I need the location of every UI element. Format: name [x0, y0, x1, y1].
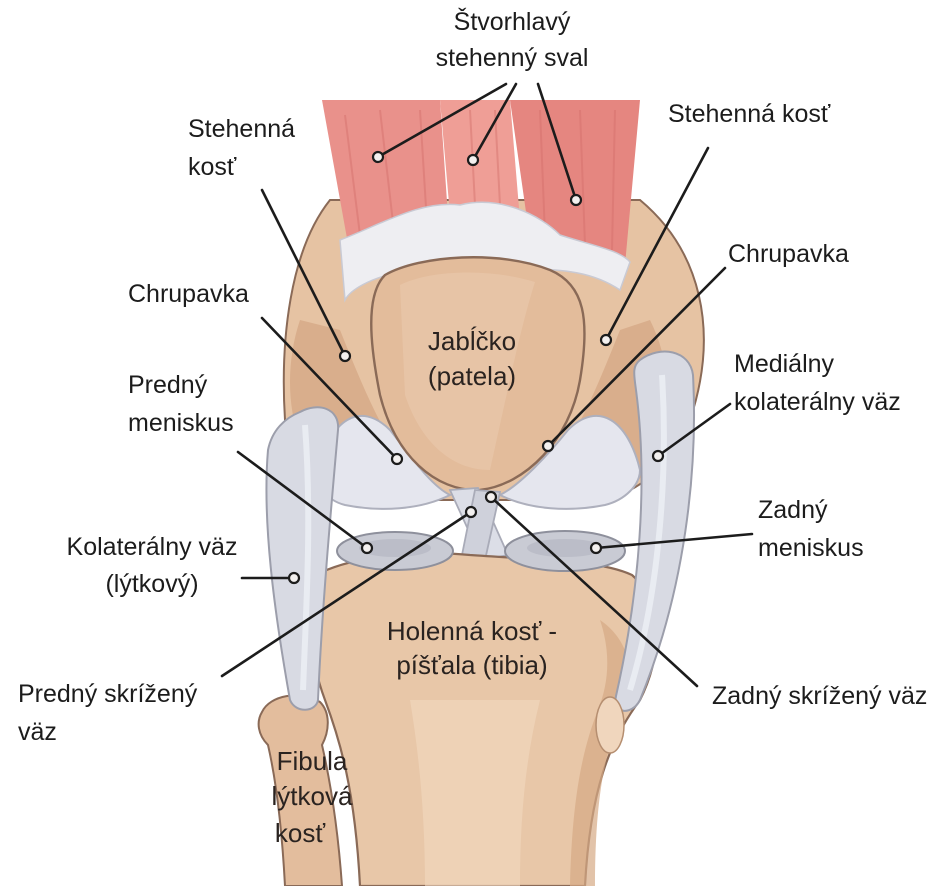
- fibula-label: Fibula lýtková kosť: [272, 746, 353, 848]
- dot-femur-right: [601, 335, 611, 345]
- label-quadriceps-line-2: stehenný sval: [436, 44, 589, 72]
- label-femur-left: Stehenná kosť: [188, 115, 295, 181]
- label-medial-collateral: Mediálny kolaterálny väz: [734, 350, 901, 416]
- label-femur-right: Stehenná kosť: [668, 100, 831, 128]
- dot-cartilage-right: [543, 441, 553, 451]
- label-cartilage-right: Chrupavka: [728, 240, 849, 268]
- label-cartilage-left: Chrupavka: [128, 280, 249, 308]
- label-femur-left-line-2: kosť: [188, 153, 237, 181]
- patella-label-line-2: (patela): [428, 361, 516, 391]
- tibia-label-line-1: Holenná kosť -: [387, 616, 557, 646]
- label-lateral-collateral-line-1: Kolaterálny väz: [67, 533, 238, 561]
- fibula-label-line-2: lýtková: [272, 781, 353, 811]
- dot-cartilage-left: [392, 454, 402, 464]
- label-anterior-cruciate-line-2: väz: [18, 718, 57, 746]
- label-anterior-meniscus-line-2: meniskus: [128, 409, 234, 437]
- dot-quadriceps-2: [468, 155, 478, 165]
- fibula-label-line-1: Fibula: [277, 746, 348, 776]
- tibia-label-line-2: píšťala (tibia): [396, 650, 547, 680]
- dot-quadriceps-1: [373, 152, 383, 162]
- label-posterior-meniscus-line-2: meniskus: [758, 534, 864, 562]
- label-cartilage-right-line-1: Chrupavka: [728, 240, 849, 268]
- dot-lateral-collateral: [289, 573, 299, 583]
- label-anterior-meniscus: Predný meniskus: [128, 371, 234, 437]
- label-medial-collateral-line-1: Mediálny: [734, 350, 835, 378]
- label-anterior-cruciate-line-1: Predný skrížený: [18, 680, 198, 708]
- dot-posterior-cruciate: [486, 492, 496, 502]
- label-posterior-cruciate-line-1: Zadný skrížený väz: [712, 682, 927, 710]
- label-cartilage-left-line-1: Chrupavka: [128, 280, 249, 308]
- tibia-tubercle: [596, 697, 624, 753]
- dot-posterior-meniscus: [591, 543, 601, 553]
- label-quadriceps: Štvorhlavý stehenný sval: [436, 7, 589, 72]
- label-medial-collateral-line-2: kolaterálny väz: [734, 388, 901, 416]
- fibula-label-line-3: kosť: [275, 818, 325, 848]
- dot-anterior-cruciate: [466, 507, 476, 517]
- dot-medial-collateral: [653, 451, 663, 461]
- label-femur-left-line-1: Stehenná: [188, 115, 295, 143]
- label-posterior-meniscus: Zadný meniskus: [758, 496, 864, 562]
- dot-anterior-meniscus: [362, 543, 372, 553]
- label-anterior-meniscus-line-1: Predný: [128, 371, 208, 399]
- label-lateral-collateral: Kolaterálny väz (lýtkový): [67, 533, 238, 598]
- patella-label-line-1: Jabĺčko: [428, 326, 516, 356]
- label-anterior-cruciate: Predný skrížený väz: [18, 680, 198, 746]
- label-femur-right-line-1: Stehenná kosť: [668, 100, 831, 128]
- dot-femur-left: [340, 351, 350, 361]
- dot-quadriceps-3: [571, 195, 581, 205]
- label-posterior-meniscus-line-1: Zadný: [758, 496, 828, 524]
- label-quadriceps-line-1: Štvorhlavý: [454, 7, 571, 36]
- label-lateral-collateral-line-2: (lýtkový): [105, 570, 198, 598]
- label-posterior-cruciate: Zadný skrížený väz: [712, 682, 927, 710]
